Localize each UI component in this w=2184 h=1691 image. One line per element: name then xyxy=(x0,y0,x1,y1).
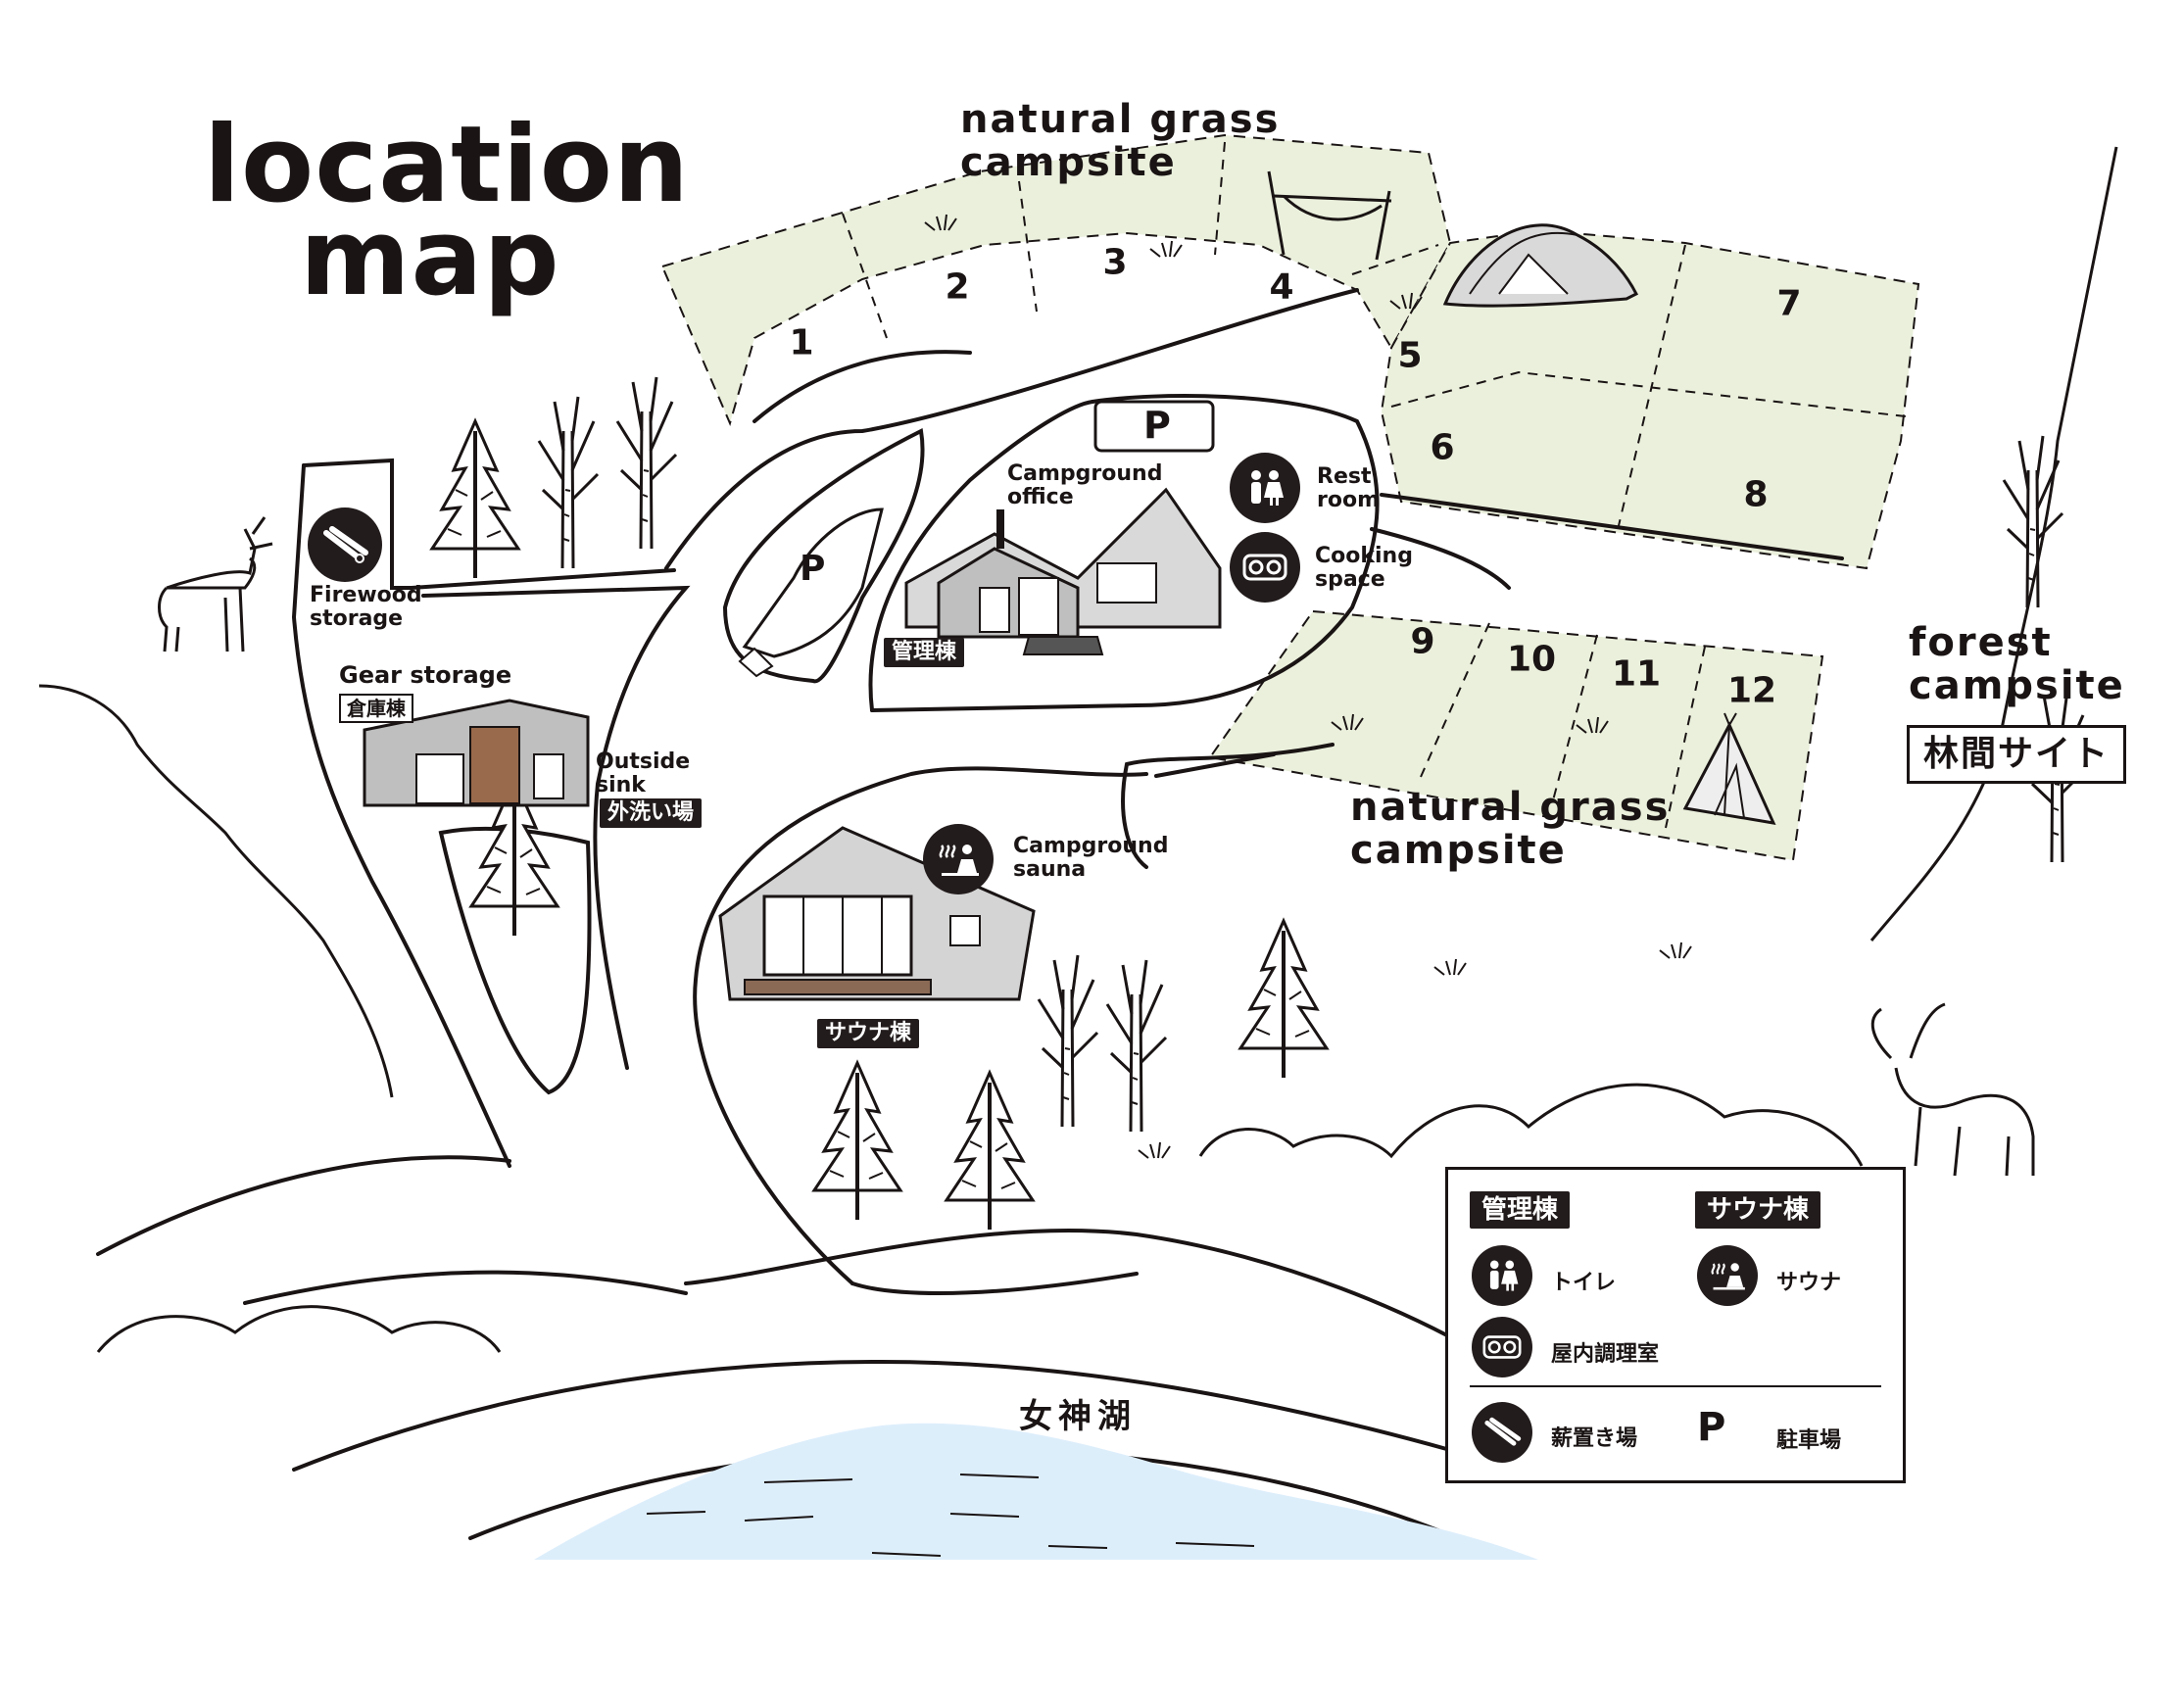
outside-sink-label: Outside sink xyxy=(596,750,690,797)
forest-campsite-line2: campsite xyxy=(1909,663,2125,708)
sauna-building xyxy=(718,826,1036,1001)
legend-firewood-label: 薪置き場 xyxy=(1551,1426,1638,1451)
legend-cooking-label: 屋内調理室 xyxy=(1551,1342,1660,1367)
site-number-1[interactable]: 1 xyxy=(789,322,814,363)
legend-sauna-icon xyxy=(1697,1245,1758,1306)
legend-cooking-icon xyxy=(1472,1317,1532,1377)
restroom-label: Rest room xyxy=(1317,465,1380,512)
forest-campsite-line1: forest xyxy=(1909,620,2053,665)
teepee-tent xyxy=(1682,712,1776,825)
lake-shape xyxy=(534,1423,1538,1560)
north-campsite-area xyxy=(660,133,1452,426)
forest-campsite-jp-label: 林間サイト xyxy=(1907,725,2127,784)
hammock xyxy=(1267,170,1392,261)
north-campsite-line2: campsite xyxy=(960,140,1177,185)
cooking-label: Cooking space xyxy=(1315,545,1413,592)
sauna-label-line1: Campground xyxy=(1013,834,1169,858)
site-number-3[interactable]: 3 xyxy=(1102,242,1128,283)
forest-campsite-label: forest campsite xyxy=(1909,621,2125,707)
site-number-2[interactable]: 2 xyxy=(945,266,970,308)
site-number-12[interactable]: 12 xyxy=(1726,670,1777,711)
deer-left xyxy=(158,516,273,652)
site-number-6[interactable]: 6 xyxy=(1430,427,1455,468)
office-label: Campground office xyxy=(1007,462,1162,509)
sauna-jp-tag: サウナ棟 xyxy=(817,1019,920,1048)
firewood-label-line2: storage xyxy=(310,606,404,631)
legend-divider xyxy=(1470,1385,1881,1387)
map-title-line1: location xyxy=(204,104,690,226)
parking-marker-lot[interactable]: P xyxy=(800,549,826,589)
legend-toilet-label: トイレ xyxy=(1551,1271,1617,1295)
lake-label: 女神湖 xyxy=(1019,1397,1137,1436)
legend-parking-label: 駐車場 xyxy=(1776,1428,1842,1453)
south-campsite-area xyxy=(1208,609,1824,862)
map-legend: 管理棟 サウナ棟 トイレ サウナ 屋内調理室 薪置き場 P 駐車場 xyxy=(1445,1167,1906,1483)
office-building xyxy=(904,487,1222,655)
office-label-line1: Campground xyxy=(1007,461,1163,486)
legend-office-tag: 管理棟 xyxy=(1470,1191,1571,1229)
legend-parking-symbol: P xyxy=(1697,1405,1726,1450)
legend-sauna-tag: サウナ棟 xyxy=(1695,1191,1821,1229)
firewood-label: Firewood storage xyxy=(310,584,422,631)
restroom-label-line1: Rest xyxy=(1317,464,1372,489)
restroom-label-line2: room xyxy=(1317,488,1381,512)
site-number-7[interactable]: 7 xyxy=(1776,283,1802,324)
legend-firewood-icon xyxy=(1472,1402,1532,1463)
gear-storage-jp-label: 倉庫棟 xyxy=(339,694,413,723)
site-number-8[interactable]: 8 xyxy=(1743,474,1769,515)
firewood-icon[interactable] xyxy=(308,507,382,582)
office-label-line2: office xyxy=(1007,485,1074,509)
parking-marker-office[interactable]: P xyxy=(1143,404,1171,447)
site-number-9[interactable]: 9 xyxy=(1410,621,1435,662)
south-campsite-label: natural grass campsite xyxy=(1350,786,1670,872)
office-jp-tag: 管理棟 xyxy=(884,638,965,667)
outside-sink-line1: Outside xyxy=(596,749,691,774)
map-title-line2: map xyxy=(300,197,560,319)
gear-storage-building xyxy=(363,699,590,807)
north-campsite-line1: natural grass xyxy=(960,97,1281,142)
south-campsite-line2: campsite xyxy=(1350,828,1567,873)
dome-tent xyxy=(1442,223,1639,308)
sauna-label-line2: sauna xyxy=(1013,857,1087,882)
east-campsite-area xyxy=(1380,228,1920,570)
site-number-11[interactable]: 11 xyxy=(1611,653,1662,695)
cooking-icon[interactable] xyxy=(1230,532,1300,603)
outside-sink-jp-tag: 外洗い場 xyxy=(600,798,703,828)
gear-storage-label: Gear storage xyxy=(339,661,512,689)
legend-toilet-icon xyxy=(1472,1245,1532,1306)
cooking-label-line2: space xyxy=(1315,567,1385,592)
site-number-5[interactable]: 5 xyxy=(1397,335,1423,376)
site-number-10[interactable]: 10 xyxy=(1506,639,1557,680)
north-campsite-label: natural grass campsite xyxy=(960,98,1280,184)
sauna-label: Campground sauna xyxy=(1013,835,1168,882)
firewood-label-line1: Firewood xyxy=(310,583,422,607)
south-campsite-line1: natural grass xyxy=(1350,785,1671,830)
sauna-icon[interactable] xyxy=(923,824,994,894)
legend-sauna-label: サウナ xyxy=(1776,1271,1842,1295)
outside-sink-line2: sink xyxy=(596,773,646,797)
deer-right xyxy=(1870,1002,2035,1177)
cooking-label-line1: Cooking xyxy=(1315,544,1413,568)
site-number-4[interactable]: 4 xyxy=(1269,266,1294,308)
restroom-icon[interactable] xyxy=(1230,453,1300,523)
